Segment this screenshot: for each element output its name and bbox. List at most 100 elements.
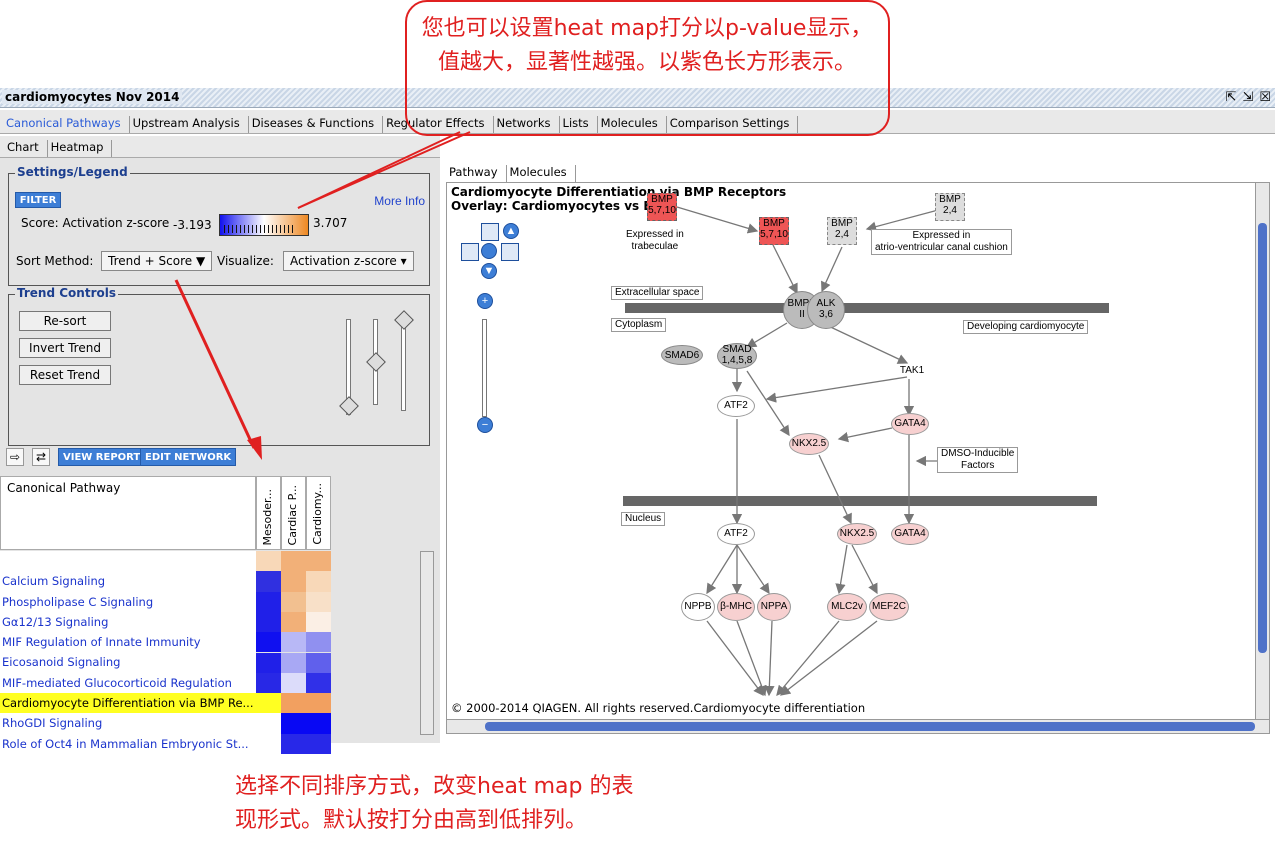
tab-molecules[interactable]: Molecules xyxy=(598,116,667,133)
collapse-icon[interactable] xyxy=(481,223,499,241)
more-info-link[interactable]: More Info xyxy=(374,194,425,208)
heatmap-cell[interactable] xyxy=(306,733,331,754)
heatmap-cell[interactable] xyxy=(281,571,306,592)
node-b-mhc[interactable]: β-MHC xyxy=(717,593,755,621)
heatmap-column-2[interactable]: Cardiac P... xyxy=(281,476,306,550)
heatmap-cell[interactable] xyxy=(306,713,331,734)
heatmap-cell[interactable] xyxy=(281,672,306,694)
node-alk-3-6[interactable]: ALK 3,6 xyxy=(807,291,845,329)
heatmap-cell[interactable] xyxy=(281,591,306,612)
visualize-dropdown[interactable]: Activation z-score ▾ xyxy=(283,251,414,271)
sort-method-dropdown[interactable]: Trend + Score ▼ xyxy=(101,251,213,271)
heatmap-cell[interactable] xyxy=(306,611,331,633)
tab-lists[interactable]: Lists xyxy=(560,116,598,133)
tab-pathway-molecules[interactable]: Molecules xyxy=(507,165,576,182)
node-bmp-5-7-10-b[interactable]: BMP 5,7,10 xyxy=(759,217,789,245)
view-report-button[interactable]: VIEW REPORT xyxy=(58,448,146,466)
node-mef2c[interactable]: MEF2C xyxy=(869,593,909,621)
heatmap-cell[interactable] xyxy=(256,551,281,572)
tab-heatmap[interactable]: Heatmap xyxy=(48,140,113,157)
trend-slider-3-handle[interactable] xyxy=(394,310,414,330)
tab-networks[interactable]: Networks xyxy=(494,116,560,133)
table-row[interactable]: Eicosanoid Signaling xyxy=(0,652,256,673)
pan-left-icon[interactable] xyxy=(461,243,479,261)
tab-comparison-settings[interactable]: Comparison Settings xyxy=(667,116,799,133)
table-row-selected[interactable]: Cardiomyocyte Differentiation via BMP Re… xyxy=(0,693,256,714)
node-atf2-nuc[interactable]: ATF2 xyxy=(717,523,755,545)
node-nkx25-cyto[interactable]: NKX2.5 xyxy=(789,433,829,455)
heatmap-cell[interactable] xyxy=(281,652,306,673)
heatmap-cell[interactable] xyxy=(306,571,331,592)
heatmap-cell[interactable] xyxy=(256,713,281,734)
heatmap-cell[interactable] xyxy=(256,672,281,694)
pan-up-icon[interactable]: ▲ xyxy=(503,223,519,239)
table-row[interactable]: RhoGDI Signaling xyxy=(0,713,256,734)
node-bmp-2-4-a[interactable]: BMP 2,4 xyxy=(827,217,857,245)
heatmap-cell[interactable] xyxy=(281,693,306,714)
heatmap-header[interactable]: Canonical Pathway xyxy=(0,476,256,550)
heatmap-cell[interactable] xyxy=(306,693,331,714)
tab-diseases-functions[interactable]: Diseases & Functions xyxy=(249,116,384,133)
center-icon[interactable] xyxy=(481,243,497,259)
close-icon[interactable]: ☒ xyxy=(1259,89,1271,104)
node-nppb[interactable]: NPPB xyxy=(681,593,715,621)
heatmap-cell[interactable] xyxy=(306,591,331,612)
reset-trend-button[interactable]: Reset Trend xyxy=(19,365,111,385)
pan-right-icon[interactable] xyxy=(501,243,519,261)
heatmap-scrollbar[interactable] xyxy=(420,551,434,735)
tab-canonical-pathways[interactable]: Canonical Pathways xyxy=(3,116,130,133)
node-smad6[interactable]: SMAD6 xyxy=(661,345,703,365)
zoom-slider[interactable] xyxy=(482,319,487,417)
node-gata4-nuc[interactable]: GATA4 xyxy=(891,523,929,545)
heatmap-column-3[interactable]: Cardiomy... xyxy=(306,476,331,550)
trend-slider-1-handle[interactable] xyxy=(339,396,359,416)
node-bmp-5-7-10-a[interactable]: BMP 5,7,10 xyxy=(647,193,677,221)
heatmap-cell[interactable] xyxy=(281,551,306,572)
heatmap-cell[interactable] xyxy=(256,632,281,653)
score-color-scale[interactable] xyxy=(219,214,309,236)
heatmap-cell[interactable] xyxy=(256,611,281,633)
tab-chart[interactable]: Chart xyxy=(4,140,48,157)
restore-icon[interactable]: ⇱ xyxy=(1225,89,1237,104)
tab-pathway[interactable]: Pathway xyxy=(446,165,507,182)
heatmap-cell[interactable] xyxy=(256,591,281,612)
table-row[interactable]: Gα12/13 Signaling xyxy=(0,611,256,633)
pan-down-icon[interactable]: ▼ xyxy=(481,263,497,279)
node-nkx25-nuc[interactable]: NKX2.5 xyxy=(837,523,877,545)
pathway-vertical-scrollbar[interactable] xyxy=(1255,183,1269,719)
table-row[interactable]: Phospholipase C Signaling xyxy=(0,591,256,612)
heatmap-cell[interactable] xyxy=(256,571,281,592)
node-mlc2v[interactable]: MLC2v xyxy=(827,593,867,621)
zoom-out-icon[interactable]: − xyxy=(477,417,493,433)
heatmap-cell[interactable] xyxy=(306,672,331,694)
table-row[interactable]: MIF Regulation of Innate Immunity xyxy=(0,632,256,653)
heatmap-cell[interactable] xyxy=(256,733,281,754)
heatmap-cell[interactable] xyxy=(306,632,331,653)
heatmap-cell[interactable] xyxy=(281,733,306,754)
table-row[interactable]: MIF-mediated Glucocorticoid Regulation xyxy=(0,672,256,694)
filter-button[interactable]: FILTER xyxy=(15,192,61,208)
heatmap-cell[interactable] xyxy=(306,551,331,572)
heatmap-cell[interactable] xyxy=(281,632,306,653)
swap-icon[interactable]: ⇄ xyxy=(32,448,50,466)
heatmap-cell[interactable] xyxy=(281,713,306,734)
table-row[interactable] xyxy=(0,551,256,572)
pathway-horizontal-scrollbar[interactable] xyxy=(447,719,1269,733)
heatmap-cell[interactable] xyxy=(306,652,331,673)
node-atf2-cyto[interactable]: ATF2 xyxy=(717,395,755,417)
node-tak1[interactable]: TAK1 xyxy=(899,365,925,376)
heatmap-cell[interactable] xyxy=(281,611,306,633)
invert-trend-button[interactable]: Invert Trend xyxy=(19,338,111,358)
edit-network-button[interactable]: EDIT NETWORK xyxy=(140,448,237,466)
export-icon[interactable]: ⇨ xyxy=(6,448,24,466)
tab-upstream-analysis[interactable]: Upstream Analysis xyxy=(130,116,249,133)
node-smad-1-4-5-8[interactable]: SMAD 1,4,5,8 xyxy=(717,343,757,369)
maximize-icon[interactable]: ⇲ xyxy=(1242,89,1254,104)
resort-button[interactable]: Re-sort xyxy=(19,311,111,331)
table-row[interactable]: Calcium Signaling xyxy=(0,571,256,592)
table-row[interactable]: Role of Oct4 in Mammalian Embryonic St..… xyxy=(0,733,256,754)
node-gata4-cyto[interactable]: GATA4 xyxy=(891,413,929,435)
pathway-canvas[interactable]: Cardiomyocyte Differentiation via BMP Re… xyxy=(446,182,1270,734)
zoom-in-icon[interactable]: + xyxy=(477,293,493,309)
trend-slider-2-handle[interactable] xyxy=(366,352,386,372)
